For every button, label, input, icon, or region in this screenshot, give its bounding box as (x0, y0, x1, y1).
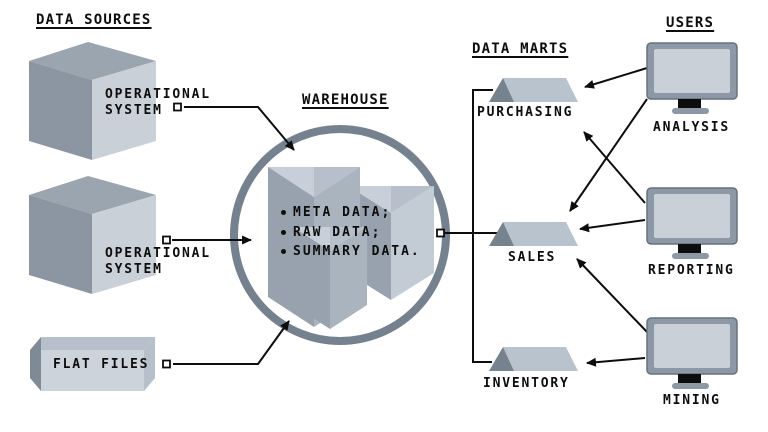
warehouse-content-item: META DATA; (281, 203, 421, 223)
sales-label: SALES (508, 250, 557, 265)
sales-mart-icon (489, 222, 578, 246)
operational-system-cube-icon-2 (29, 176, 156, 294)
connector-square-operational1 (173, 102, 182, 112)
arrow-reporting-to-purchasing (583, 131, 646, 204)
warehouse-content-item: SUMMARY DATA. (281, 242, 421, 262)
warehouse-content-text: SUMMARY DATA. (293, 244, 421, 260)
arrow-mining-to-inventory (586, 357, 646, 367)
mining-monitor-icon (646, 317, 738, 389)
inventory-mart-icon (489, 347, 578, 371)
reporting-monitor-icon (646, 187, 738, 259)
connector-square-warehouse (436, 228, 445, 238)
inventory-label: INVENTORY (483, 376, 570, 391)
arrow-mining-to-sales (576, 258, 648, 333)
flat-files-box-icon (30, 337, 155, 391)
warehouse-cubes-icon (268, 167, 434, 329)
bullet-dot-icon (281, 229, 286, 235)
arrow-reporting-to-sales (579, 219, 646, 233)
warehouse-content-text: RAW DATA; (293, 224, 382, 240)
arrow-analysis-to-sales (569, 98, 648, 212)
operational-system-2-label: OPERATIONAL SYSTEM (105, 246, 211, 278)
warehouse-circle (230, 125, 450, 345)
reporting-label: REPORTING (648, 263, 735, 278)
trunk-marts-vertical (472, 89, 493, 363)
arrow-analysis-to-purchasing (584, 67, 648, 89)
warehouse-title: WAREHOUSE (302, 92, 389, 108)
analysis-monitor-icon (646, 42, 738, 114)
users-title: USERS (666, 15, 715, 31)
operational-system-cube-icon-1 (29, 42, 156, 160)
connector-square-operational2 (162, 235, 171, 245)
data-sources-title: DATA SOURCES (36, 12, 152, 28)
connector-square-flatfiles (162, 359, 171, 369)
flat-files-label: FLAT FILES (53, 357, 150, 372)
purchasing-label: PURCHASING (477, 105, 574, 120)
analysis-label: ANALYSIS (653, 120, 731, 135)
mining-label: MINING (663, 393, 721, 408)
warehouse-content-item: RAW DATA; (281, 223, 421, 243)
operational-system-1-label: OPERATIONAL SYSTEM (105, 87, 211, 119)
purchasing-mart-icon (489, 78, 578, 102)
data-marts-title: DATA MARTS (472, 41, 569, 57)
warehouse-contents-list: META DATA; RAW DATA; SUMMARY DATA. (281, 203, 421, 262)
bullet-dot-icon (281, 210, 286, 216)
arrow-operational1-to-warehouse (184, 106, 295, 151)
bullet-dot-icon (281, 249, 286, 255)
warehouse-content-text: META DATA; (293, 205, 392, 221)
arrow-flatfiles-to-warehouse (173, 320, 290, 365)
